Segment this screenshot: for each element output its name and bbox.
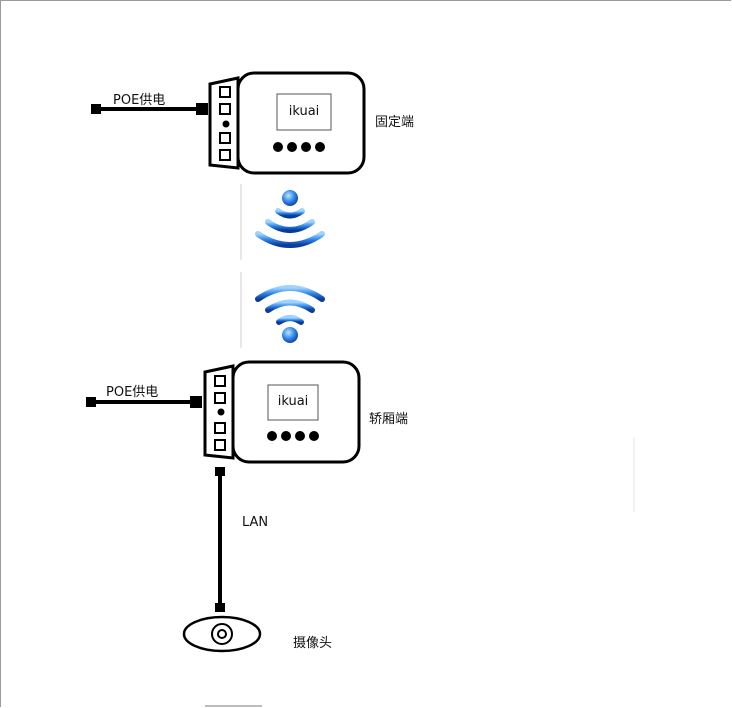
- car-end-port-2: [214, 392, 226, 404]
- fixed-end-port-4: [219, 149, 231, 161]
- camera-icon: [182, 615, 262, 653]
- fixed-end-port-3: [219, 132, 231, 144]
- car-end-poe-connector: [190, 396, 202, 408]
- fixed-end-indicator-4: [315, 142, 325, 152]
- wifi-up-icon: [255, 285, 325, 343]
- fixed-end-indicator-3: [301, 142, 311, 152]
- fixed-end-poe-connector: [196, 103, 208, 115]
- car-end-label: 轿厢端: [369, 412, 409, 427]
- fixed-end-port-1: [219, 86, 231, 98]
- car-end-indicator-4: [309, 431, 319, 441]
- fixed-end-label: 固定端: [375, 115, 415, 130]
- fixed-end-brand-box: [276, 93, 332, 131]
- lan-cable: [215, 467, 225, 612]
- fixed-end-brand: ikuai: [288, 104, 320, 119]
- car-end-poe-plug: [86, 397, 96, 407]
- car-end-indicator-3: [295, 431, 305, 441]
- fixed-end-poe-label: POE供电: [113, 93, 166, 108]
- car-end-device: [86, 360, 361, 464]
- car-end-indicator-2: [281, 431, 291, 441]
- car-end-port-4: [214, 439, 226, 451]
- fixed-end-device: [91, 71, 366, 175]
- car-end-port-3: [214, 422, 226, 434]
- fixed-end-indicator-2: [287, 142, 297, 152]
- fixed-end-led: [222, 120, 230, 128]
- car-end-port-1: [214, 375, 226, 387]
- fixed-end-poe-plug: [91, 104, 101, 114]
- fixed-end-port-2: [219, 103, 231, 115]
- wifi-down-icon: [255, 190, 325, 248]
- lan-label: LAN: [242, 515, 269, 530]
- car-end-poe-label: POE供电: [106, 385, 159, 400]
- car-end-brand-box: [267, 384, 319, 421]
- camera-label: 摄像头: [293, 636, 333, 651]
- car-end-led: [217, 408, 225, 416]
- car-end-brand: ikuai: [277, 394, 309, 409]
- fixed-end-indicator-1: [273, 142, 283, 152]
- car-end-indicator-1: [267, 431, 277, 441]
